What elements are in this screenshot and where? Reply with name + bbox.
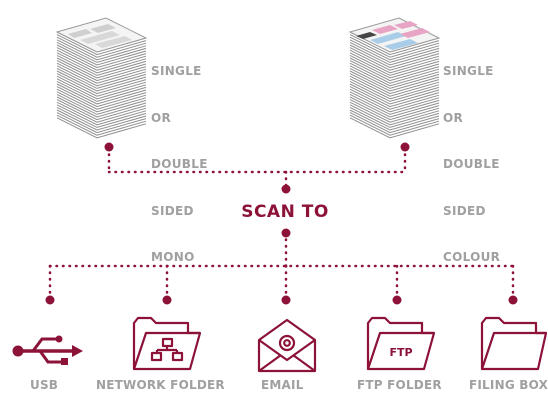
paper-sheet-edge — [349, 101, 440, 123]
paper-sheet-edge — [349, 93, 440, 115]
paper-sheet-edge — [56, 39, 147, 61]
paper-sheet-edge — [56, 67, 147, 89]
paper-sheet-edge — [349, 83, 440, 105]
paper-sheet-edge — [56, 34, 147, 56]
mono-label-line: SIDED — [151, 203, 194, 218]
paper-sheet-edge — [56, 86, 147, 108]
network-folder-caption: NETWORK FOLDER — [96, 378, 225, 392]
paper-sheet-edge — [56, 36, 147, 58]
paper-sheet-edge — [349, 57, 440, 79]
paper-sheet-edge — [349, 96, 440, 118]
paper-sheet-edge — [56, 73, 147, 95]
paper-sheet-edge — [349, 80, 440, 102]
paper-sheet-edge — [349, 99, 440, 121]
network-folder-icon — [132, 316, 202, 371]
paper-sheet-edge — [56, 88, 147, 110]
usb-icon — [12, 335, 83, 365]
colour-label-line: OR — [443, 110, 464, 125]
paper-sheet-edge — [56, 109, 147, 131]
paper-sheet-edge — [56, 52, 147, 74]
paper-sheet-edge — [56, 41, 147, 63]
paper-sheet-edge — [56, 49, 147, 71]
scan-to-label: SCAN TO — [241, 202, 329, 222]
paper-sheet-edge — [349, 65, 440, 87]
paper-sheet-edge — [56, 60, 147, 82]
colour-label-line: SINGLE — [443, 64, 494, 78]
ftp-folder-caption: FTP FOLDER — [357, 378, 442, 392]
paper-sheet-edge — [349, 41, 440, 63]
paper-sheet-edge — [56, 57, 147, 79]
paper-sheet-edge — [349, 91, 440, 113]
paper-sheet-edge — [349, 117, 440, 139]
paper-sheet-edge — [349, 73, 440, 95]
paper-sheet-edge — [349, 44, 440, 66]
paper-sheet-edge — [56, 78, 147, 100]
paper-sheet-edge — [56, 106, 147, 128]
colour-label-line: SIDED — [443, 203, 486, 218]
email-caption: EMAIL — [261, 378, 304, 392]
paper-sheet-edge — [349, 78, 440, 100]
paper-sheet-edge — [349, 114, 440, 136]
paper-sheet-edge — [349, 86, 440, 108]
paper-sheet-edge — [56, 44, 147, 66]
paper-sheet-edge — [349, 47, 440, 69]
paper-sheet-edge — [349, 67, 440, 89]
paper-sheet-edge — [349, 52, 440, 74]
mono-stack-label: SINGLE OR DOUBLE SIDED MONO — [151, 33, 208, 281]
paper-sheet-edge — [349, 106, 440, 128]
filing-box-caption: FILING BOX — [469, 378, 548, 392]
colour-label-line: COLOUR — [443, 250, 501, 264]
paper-sheet-edge — [349, 75, 440, 97]
email-icon — [257, 318, 317, 373]
paper-sheet-edge — [349, 109, 440, 131]
paper-sheet-edge — [56, 96, 147, 118]
paper-sheet-edge — [349, 34, 440, 56]
paper-sheet-edge — [349, 70, 440, 92]
paper-sheet-edge — [56, 70, 147, 92]
paper-sheet-edge — [56, 54, 147, 76]
paper-sheet-edge — [349, 49, 440, 71]
paper-sheet-edge — [56, 117, 147, 139]
paper-sheet-edge — [349, 36, 440, 58]
paper-sheet-edge — [56, 75, 147, 97]
paper-sheet-edge — [56, 91, 147, 113]
paper-sheet-edge — [56, 80, 147, 102]
paper-sheet-edge — [56, 112, 147, 134]
colour-paper-stack-icon — [348, 17, 441, 139]
paper-sheet-edge — [56, 47, 147, 69]
paper-sheet-edge — [56, 101, 147, 123]
paper-sheet-edge — [349, 104, 440, 126]
mono-label-line: SINGLE — [151, 64, 202, 78]
colour-stack-label: SINGLE OR DOUBLE SIDED COLOUR — [443, 33, 500, 281]
paper-sheet-edge — [349, 62, 440, 84]
mono-label-line: MONO — [151, 250, 195, 264]
mono-paper-stack-icon — [55, 17, 148, 139]
filing-box-icon — [480, 316, 548, 371]
connector-dots — [45, 142, 518, 305]
paper-sheet-edge — [349, 54, 440, 76]
paper-sheet-edge — [349, 88, 440, 110]
ftp-folder-icon — [366, 316, 436, 371]
paper-sheet-edge — [349, 112, 440, 134]
paper-sheet-edge — [56, 65, 147, 87]
paper-sheet-edge — [349, 60, 440, 82]
paper-sheet-edge — [56, 114, 147, 136]
paper-sheet-edge — [56, 83, 147, 105]
paper-sheet-edge — [349, 39, 440, 61]
usb-caption: USB — [30, 378, 59, 392]
ftp-icon-text: FTP — [389, 346, 412, 359]
paper-sheet-edge — [56, 93, 147, 115]
colour-label-line: DOUBLE — [443, 157, 500, 171]
paper-sheet-edge — [56, 99, 147, 121]
mono-label-line: DOUBLE — [151, 157, 208, 171]
mono-label-line: OR — [151, 110, 172, 125]
paper-sheet-edge — [56, 104, 147, 126]
paper-sheet-edge — [56, 62, 147, 84]
